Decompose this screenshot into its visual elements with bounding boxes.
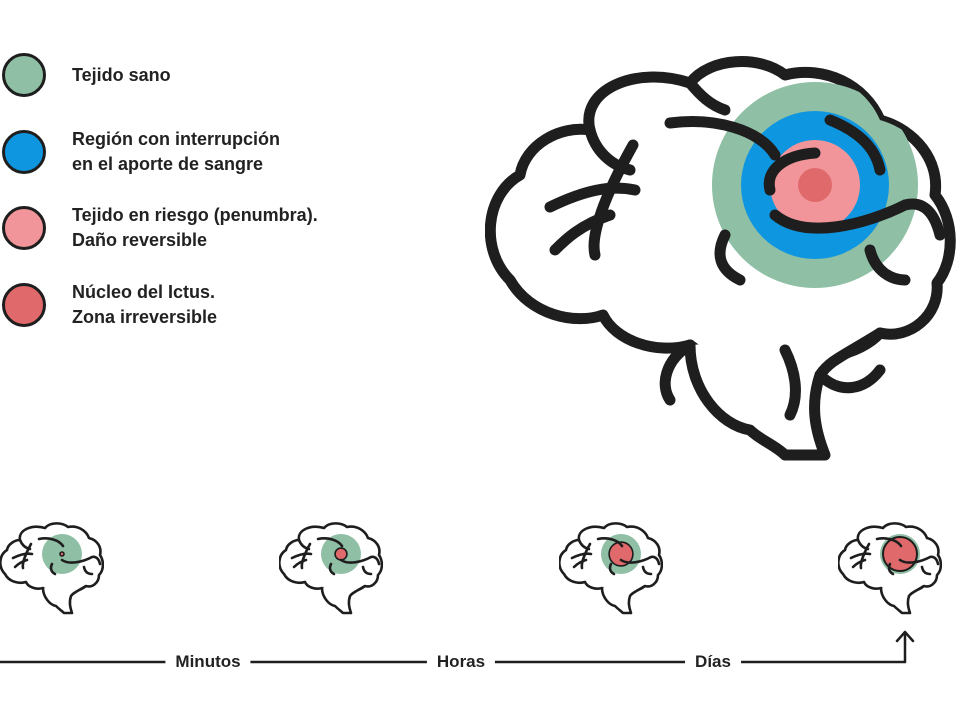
thumbnail-brain-stem — [879, 584, 925, 615]
stroke-region — [712, 82, 918, 288]
thumbnail-brain-folds — [570, 537, 661, 576]
brain-illustration — [485, 56, 956, 461]
healthy-tissue-swatch — [2, 53, 46, 97]
interruption-swatch — [2, 130, 46, 174]
thumbnail-brain-folds — [11, 537, 102, 576]
stage-minutes — [0, 522, 104, 615]
thumbnail-brain-folds — [849, 537, 940, 576]
thumbnail-brain-stem — [320, 584, 366, 615]
timeline-label-days: Días — [685, 651, 741, 673]
stage-hours-late — [559, 522, 663, 615]
legend-item-penumbra: Tejido en riesgo (penumbra). Daño revers… — [2, 203, 318, 253]
legend: Tejido sano Región con interrupción en e… — [0, 0, 420, 360]
brain-folds — [544, 77, 946, 406]
penumbra-swatch — [2, 206, 46, 250]
legend-label-penumbra: Tejido en riesgo (penumbra). Daño revers… — [72, 205, 318, 250]
stage-days — [838, 522, 942, 615]
stage-hours-early — [279, 522, 383, 615]
timeline-label-hours: Horas — [426, 651, 496, 673]
legend-item-healthy: Tejido sano — [2, 53, 171, 97]
legend-label-interruption: Región con interrupción en el aporte de … — [72, 129, 281, 174]
arrow-up-icon — [895, 630, 915, 664]
legend-item-interruption: Región con interrupción en el aporte de … — [2, 127, 280, 177]
thumbnail-core-zone — [59, 551, 65, 557]
timeline: Minutos Horas Días — [0, 625, 960, 685]
brain-stem — [684, 327, 886, 461]
legend-label-core: Núcleo del Ictus. Zona irreversible — [72, 282, 218, 327]
thumbnail-brain-stem — [41, 584, 87, 615]
legend-label-healthy: Tejido sano — [72, 64, 171, 85]
thumbnail-brain-stem — [600, 584, 646, 615]
core-zone — [798, 168, 832, 202]
legend-item-core: Núcleo del Ictus. Zona irreversible — [2, 280, 217, 330]
thumbnail-brain-folds — [290, 537, 381, 576]
core-swatch — [2, 283, 46, 327]
thumbnail-core-zone — [608, 541, 634, 567]
timeline-label-minutes: Minutos — [165, 651, 251, 673]
thumbnail-core-zone — [334, 547, 348, 561]
